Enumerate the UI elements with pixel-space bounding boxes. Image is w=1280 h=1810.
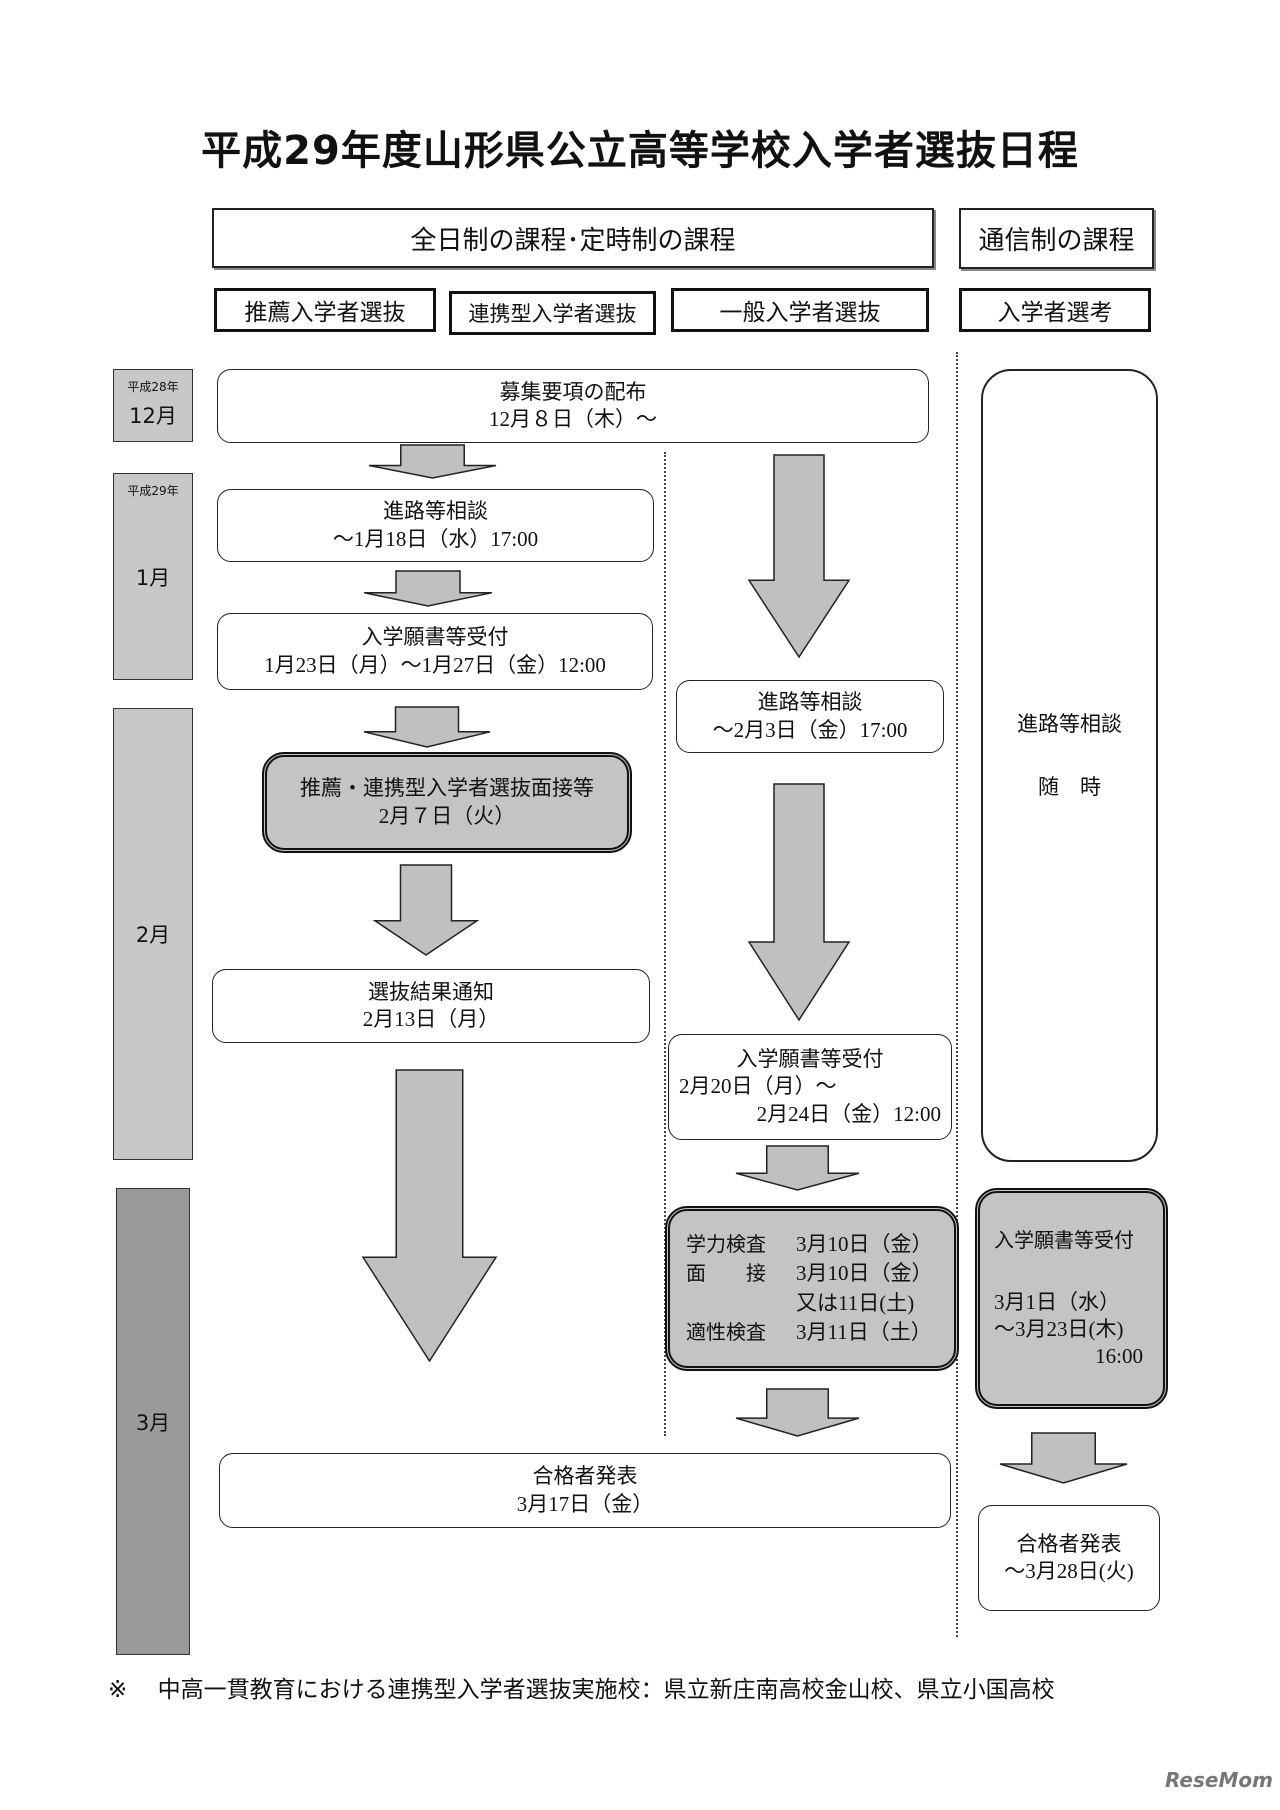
arrow-shape xyxy=(361,1069,498,1363)
track-general: 一般入学者選抜 xyxy=(671,288,929,332)
step-corr-consult: 進路等相談随 時 xyxy=(981,369,1158,1162)
footnote: ※ 中高一貫教育における連携型入学者選抜実施校：県立新庄南高校金山校、県立小国高… xyxy=(108,1677,1055,1703)
arrow-shape xyxy=(735,1145,860,1191)
track-recommend: 推薦入学者選抜 xyxy=(214,288,436,332)
down-arrow-icon xyxy=(747,454,851,659)
page-title: 平成29年度山形県公立高等学校入学者選抜日程 xyxy=(201,128,1079,174)
down-arrow-icon xyxy=(361,1069,498,1363)
down-arrow-icon xyxy=(735,1145,860,1191)
arrow-shape xyxy=(747,454,851,659)
step-consult-2: 進路等相談～2月3日（金）17:00 xyxy=(676,680,944,753)
track-correspondence: 入学者選考 xyxy=(959,288,1151,332)
arrow-shape xyxy=(368,444,497,479)
header-correspondence: 通信制の課程 xyxy=(959,208,1154,269)
arrow-shape xyxy=(735,1388,860,1437)
arrow-shape xyxy=(999,1432,1128,1484)
exam-row: 又は11日(土) xyxy=(796,1290,915,1315)
arrow-shape xyxy=(372,864,480,956)
divider-line xyxy=(956,352,958,1637)
track-linked: 連携型入学者選抜 xyxy=(449,291,656,335)
down-arrow-icon xyxy=(735,1388,860,1437)
divider-line xyxy=(664,452,666,1436)
down-arrow-icon xyxy=(363,570,493,607)
down-arrow-icon xyxy=(372,864,480,956)
down-arrow-icon xyxy=(368,444,497,479)
down-arrow-icon xyxy=(999,1432,1128,1484)
header-fulltime: 全日制の課程･定時制の課程 xyxy=(212,208,934,268)
arrow-shape xyxy=(363,570,493,607)
arrow-shape xyxy=(363,706,491,748)
down-arrow-icon xyxy=(747,783,851,1022)
arrow-shape xyxy=(747,783,851,1022)
month-feb: 2月 xyxy=(113,708,193,1160)
down-arrow-icon xyxy=(363,706,491,748)
step-corr-pass: 合格者発表～3月28日(火) xyxy=(978,1505,1160,1611)
step-consult-1: 進路等相談～1月18日（水）17:00 xyxy=(217,489,654,562)
month-mar: 3月 xyxy=(116,1188,190,1655)
watermark-logo: ReseMom xyxy=(1165,1768,1273,1792)
